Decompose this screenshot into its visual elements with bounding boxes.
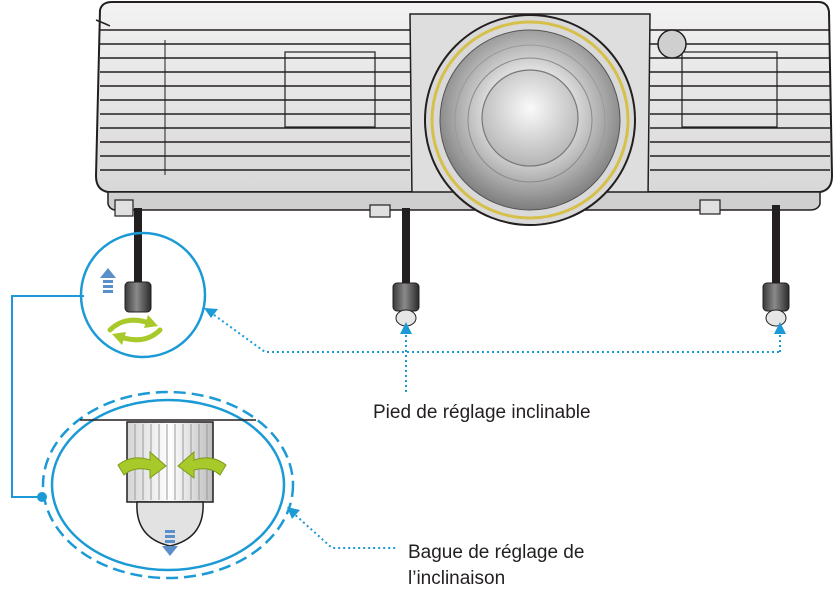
tilt-ring-label-line2: l’inclinaison bbox=[408, 568, 506, 589]
rotate-arrows-icon bbox=[117, 450, 227, 479]
connector-arrowhead bbox=[774, 322, 786, 334]
connector-arrowhead bbox=[400, 322, 412, 334]
center-tilt-foot bbox=[392, 208, 420, 327]
connector-arrowhead bbox=[287, 507, 300, 519]
ir-sensor-icon bbox=[657, 29, 687, 59]
left-vent-grille bbox=[95, 19, 410, 175]
tilt-foot-label: Pied de réglage inclinable bbox=[373, 402, 591, 423]
ring-label-connector bbox=[291, 511, 398, 549]
right-tilt-foot bbox=[762, 205, 790, 327]
arrow-down-icon bbox=[162, 530, 178, 556]
ring-zoom-callout bbox=[41, 390, 295, 580]
dotted-connectors bbox=[209, 311, 781, 392]
connector-arrowhead bbox=[204, 308, 218, 318]
tilt-ring-label: Bague de réglage de l’inclinaison bbox=[408, 540, 584, 592]
rotate-arrows-icon bbox=[107, 317, 163, 343]
left-tilt-foot bbox=[124, 208, 152, 313]
arrow-up-icon bbox=[100, 268, 116, 293]
zoom-link-line bbox=[11, 295, 84, 498]
projector-lens bbox=[424, 14, 636, 226]
tilt-ring-label-line1: Bague de réglage de bbox=[408, 542, 585, 563]
